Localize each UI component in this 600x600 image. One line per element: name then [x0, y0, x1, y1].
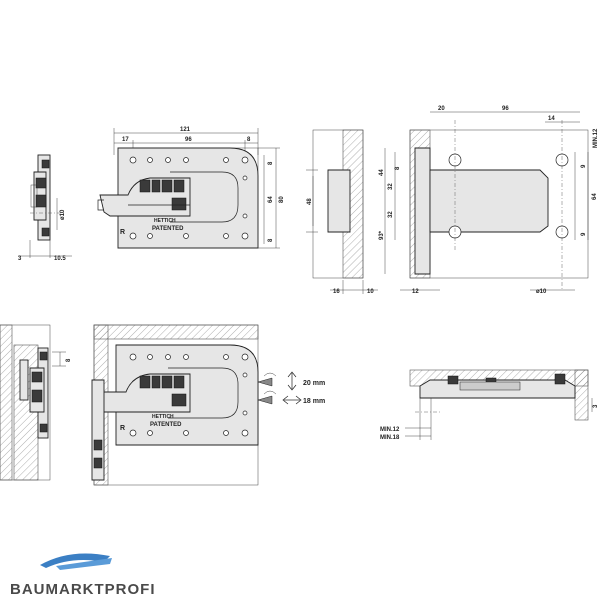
- dim-h80: 80: [279, 196, 285, 203]
- drawer-view: MIN.12 MIN.18 3: [380, 369, 599, 441]
- dim-96: 96: [185, 137, 192, 143]
- dim-drawer-min12: MIN.12: [380, 427, 400, 433]
- front-view-top: 121 17 96 8 HETTICH PATENTED R 8 64: [97, 127, 285, 249]
- dim-right-9a: 9: [581, 164, 587, 168]
- dim-top-96: 96: [502, 106, 509, 112]
- dim-left-93: 93*: [379, 230, 385, 240]
- side-mark-r: R: [120, 229, 125, 236]
- dim-offset: 10.5: [54, 256, 66, 262]
- dim-h8-bottom: 8: [268, 238, 274, 242]
- dim-right-64: 64: [592, 193, 598, 200]
- dim-right-9b: 9: [581, 232, 587, 236]
- baumarktprofi-logo: BAUMARKTPROFI: [10, 553, 156, 598]
- dim-left-44: 44: [379, 169, 385, 176]
- screwdriver-icon: [257, 372, 277, 387]
- front-view-bottom: HETTICH PATENTED R: [91, 324, 259, 486]
- dim-width-121: 121: [180, 127, 191, 133]
- side-view-bottom: 8: [0, 324, 72, 481]
- adjust-horizontal-label: 18 mm: [303, 398, 325, 405]
- dim-16: 16: [333, 289, 340, 295]
- dim-left-8: 8: [395, 166, 401, 170]
- adjustment-legend: 20 mm 18 mm: [257, 371, 325, 405]
- dim-h8-top: 8: [268, 161, 274, 165]
- dim-top-14: 14: [548, 116, 555, 122]
- dim-drawer-3: 3: [593, 404, 599, 408]
- dim-left-32b: 32: [388, 211, 394, 218]
- vertical-arrow-icon: [287, 371, 297, 391]
- dim-drawer-min18: MIN.18: [380, 435, 400, 441]
- horizontal-arrow-icon: [282, 395, 302, 405]
- adjust-vertical-label: 20 mm: [303, 380, 325, 387]
- stamp-brand: HETTICH: [154, 218, 176, 224]
- dim-48: 48: [307, 198, 313, 205]
- dim-left-32a: 32: [388, 183, 394, 190]
- stamp-patented-2: PATENTED: [150, 422, 182, 428]
- dim-min12-top: MIN.12: [593, 128, 599, 148]
- dim-bottom-12: 12: [412, 289, 419, 295]
- dim-gap-8: 8: [66, 358, 72, 362]
- dim-17: 17: [122, 137, 129, 143]
- dim-8: 8: [247, 137, 251, 143]
- logo-text: BAUMARKTPROFI: [10, 581, 156, 598]
- dim-top-20: 20: [438, 106, 445, 112]
- mounting-view: 20 96 14 MIN.12 44 8 32 32 93* 9 64 9 12…: [379, 106, 599, 295]
- dim-bottom-dia: ø10: [536, 289, 547, 295]
- side-mark-r-2: R: [120, 425, 125, 432]
- stamp-patented: PATENTED: [152, 226, 184, 232]
- stamp-brand-2: HETTICH: [152, 414, 174, 420]
- screwdriver-icon-2: [257, 390, 277, 405]
- dim-diameter: ø10: [60, 209, 66, 220]
- dim-thickness: 3: [18, 256, 22, 262]
- dim-10: 10: [367, 289, 374, 295]
- dim-h64: 64: [268, 196, 274, 203]
- side-view-top: 3 10.5 ø10: [18, 154, 72, 262]
- section-view: 48 16 10: [306, 129, 378, 295]
